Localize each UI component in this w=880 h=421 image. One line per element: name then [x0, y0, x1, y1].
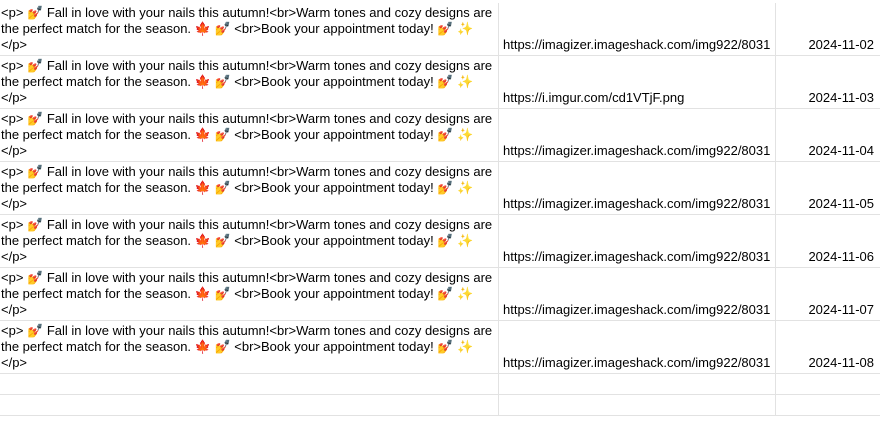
- text-cell[interactable]: <p> 💅 Fall in love with your nails this …: [0, 215, 499, 267]
- url-cell[interactable]: https://imagizer.imageshack.com/img922/8…: [499, 268, 776, 320]
- url-cell[interactable]: https://imagizer.imageshack.com/img922/8…: [499, 109, 776, 161]
- date-cell[interactable]: 2024-11-08: [776, 321, 880, 373]
- image-url: https://imagizer.imageshack.com/img922/8…: [503, 302, 771, 317]
- text-cell[interactable]: <p> 💅 Fall in love with your nails this …: [0, 268, 499, 320]
- text-cell[interactable]: <p> 💅 Fall in love with your nails this …: [0, 321, 499, 373]
- post-date: 2024-11-06: [808, 249, 874, 264]
- table-row: <p> 💅 Fall in love with your nails this …: [0, 162, 880, 215]
- image-url: https://imagizer.imageshack.com/img922/8…: [503, 249, 771, 264]
- url-cell[interactable]: https://imagizer.imageshack.com/img922/8…: [499, 162, 776, 214]
- date-cell[interactable]: 2024-11-04: [776, 109, 880, 161]
- post-date: 2024-11-03: [808, 90, 874, 105]
- empty-cell[interactable]: [499, 395, 776, 415]
- date-cell[interactable]: 2024-11-07: [776, 268, 880, 320]
- table-row: <p> 💅 Fall in love with your nails this …: [0, 268, 880, 321]
- url-cell[interactable]: https://imagizer.imageshack.com/img922/8…: [499, 3, 776, 55]
- date-cell[interactable]: 2024-11-05: [776, 162, 880, 214]
- image-url: https://imagizer.imageshack.com/img922/8…: [503, 37, 771, 52]
- url-cell[interactable]: https://i.imgur.com/cd1VTjF.png: [499, 56, 776, 108]
- image-url: https://imagizer.imageshack.com/img922/8…: [503, 143, 771, 158]
- post-date: 2024-11-02: [808, 37, 874, 52]
- empty-cell[interactable]: [0, 374, 499, 394]
- post-text: <p> 💅 Fall in love with your nails this …: [1, 323, 493, 370]
- table-row: <p> 💅 Fall in love with your nails this …: [0, 109, 880, 162]
- date-cell[interactable]: 2024-11-02: [776, 3, 880, 55]
- image-url: https://i.imgur.com/cd1VTjF.png: [503, 90, 685, 105]
- post-text: <p> 💅 Fall in love with your nails this …: [1, 217, 493, 264]
- post-text: <p> 💅 Fall in love with your nails this …: [1, 5, 493, 52]
- empty-row: [0, 374, 880, 395]
- table-row: <p> 💅 Fall in love with your nails this …: [0, 321, 880, 374]
- post-date: 2024-11-08: [808, 355, 874, 370]
- table-row: <p> 💅 Fall in love with your nails this …: [0, 215, 880, 268]
- post-text: <p> 💅 Fall in love with your nails this …: [1, 111, 493, 158]
- empty-cell[interactable]: [776, 395, 880, 415]
- text-cell[interactable]: <p> 💅 Fall in love with your nails this …: [0, 3, 499, 55]
- post-text: <p> 💅 Fall in love with your nails this …: [1, 164, 493, 211]
- image-url: https://imagizer.imageshack.com/img922/8…: [503, 355, 771, 370]
- text-cell[interactable]: <p> 💅 Fall in love with your nails this …: [0, 109, 499, 161]
- post-date: 2024-11-04: [808, 143, 874, 158]
- url-cell[interactable]: https://imagizer.imageshack.com/img922/8…: [499, 321, 776, 373]
- empty-row: [0, 395, 880, 416]
- url-cell[interactable]: https://imagizer.imageshack.com/img922/8…: [499, 215, 776, 267]
- empty-cell[interactable]: [0, 395, 499, 415]
- text-cell[interactable]: <p> 💅 Fall in love with your nails this …: [0, 56, 499, 108]
- post-text: <p> 💅 Fall in love with your nails this …: [1, 58, 493, 105]
- table-row: <p> 💅 Fall in love with your nails this …: [0, 56, 880, 109]
- image-url: https://imagizer.imageshack.com/img922/8…: [503, 196, 771, 211]
- empty-cell[interactable]: [776, 374, 880, 394]
- date-cell[interactable]: 2024-11-06: [776, 215, 880, 267]
- post-date: 2024-11-07: [808, 302, 874, 317]
- table-row: <p> 💅 Fall in love with your nails this …: [0, 3, 880, 56]
- empty-cell[interactable]: [499, 374, 776, 394]
- post-date: 2024-11-05: [808, 196, 874, 211]
- post-text: <p> 💅 Fall in love with your nails this …: [1, 270, 493, 317]
- text-cell[interactable]: <p> 💅 Fall in love with your nails this …: [0, 162, 499, 214]
- date-cell[interactable]: 2024-11-03: [776, 56, 880, 108]
